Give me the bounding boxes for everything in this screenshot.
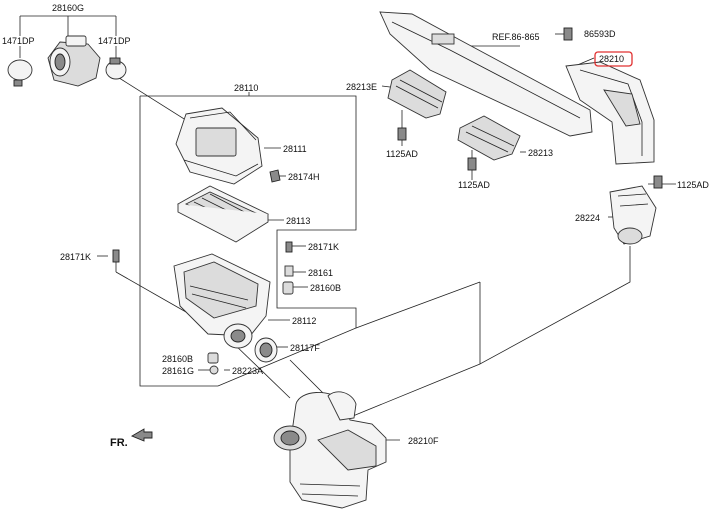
- label-28112[interactable]: 28112: [292, 316, 316, 326]
- bolt-1125AD-c[interactable]: [653, 175, 663, 189]
- radiator-support-panel: [379, 11, 593, 137]
- clip-86593D[interactable]: [563, 27, 573, 41]
- label-28110[interactable]: 28110: [234, 83, 258, 93]
- label-1125AD-c[interactable]: 1125AD: [677, 180, 709, 190]
- air-duct-28210-part[interactable]: [565, 61, 655, 165]
- label-28224[interactable]: 28224: [575, 213, 600, 223]
- label-28171K-right[interactable]: 28171K: [308, 242, 339, 252]
- label-28160B-bottom[interactable]: 28160B: [162, 354, 193, 364]
- label-28171K-left[interactable]: 28171K: [60, 252, 91, 262]
- bolt-1125AD-a[interactable]: [397, 127, 407, 141]
- label-28213E[interactable]: 28213E: [346, 82, 377, 92]
- resonator-28224-part[interactable]: [609, 185, 657, 245]
- label-1125AD-a[interactable]: 1125AD: [386, 149, 418, 159]
- air-guide-28213-part[interactable]: [457, 115, 521, 161]
- label-28213[interactable]: 28213: [528, 148, 553, 158]
- label-28174H[interactable]: 28174H: [288, 172, 320, 182]
- air-cleaner-body-part[interactable]: [173, 253, 271, 349]
- label-28111[interactable]: 28111: [283, 144, 307, 154]
- label-1471DP-left[interactable]: 1471DP: [2, 36, 35, 46]
- label-28161G[interactable]: 28161G: [162, 366, 194, 376]
- label-28160G[interactable]: 28160G: [52, 3, 84, 13]
- label-28161[interactable]: 28161: [308, 268, 333, 278]
- clip-part[interactable]: [269, 169, 281, 183]
- label-ref-86-865[interactable]: REF.86-865: [492, 32, 540, 42]
- grommet-28160B-right[interactable]: [282, 281, 294, 295]
- label-28117F[interactable]: 28117F: [290, 343, 320, 353]
- intake-duct-28210F-part[interactable]: [273, 391, 387, 509]
- label-86593D[interactable]: 86593D: [584, 29, 616, 39]
- bolt-28171K-left[interactable]: [112, 249, 120, 263]
- clamp-ring-right[interactable]: [105, 57, 127, 80]
- label-28160B-right[interactable]: 28160B: [310, 283, 341, 293]
- label-28210F[interactable]: 28210F: [408, 436, 439, 446]
- air-guide-28213E-part[interactable]: [387, 69, 447, 119]
- air-cleaner-cover-part[interactable]: [175, 107, 263, 185]
- bolt-1125AD-b[interactable]: [467, 157, 477, 171]
- label-1471DP-right[interactable]: 1471DP: [98, 36, 131, 46]
- label-28113[interactable]: 28113: [286, 216, 310, 226]
- label-front: FR.: [110, 437, 128, 449]
- part-labels: 28160G 1471DP 1471DP 28110 28111 28174H …: [2, 3, 709, 449]
- front-arrow-icon: [130, 428, 153, 442]
- label-28223A[interactable]: 28223A: [232, 366, 263, 376]
- label-1125AD-b[interactable]: 1125AD: [458, 180, 490, 190]
- grommet-28160B-bottom[interactable]: [207, 352, 219, 364]
- highlight-box-28210: [594, 51, 633, 67]
- grommet-28161G[interactable]: [209, 365, 219, 375]
- air-filter-element-part[interactable]: [177, 185, 269, 243]
- sleeve-28117F-part[interactable]: [254, 337, 278, 363]
- bolt-28171K-right[interactable]: [285, 241, 293, 253]
- mass-air-flow-sensor-part[interactable]: [47, 35, 101, 87]
- grommet-28161[interactable]: [284, 265, 294, 277]
- label-28210[interactable]: 28210: [599, 54, 624, 64]
- clamp-ring-left[interactable]: [7, 59, 33, 87]
